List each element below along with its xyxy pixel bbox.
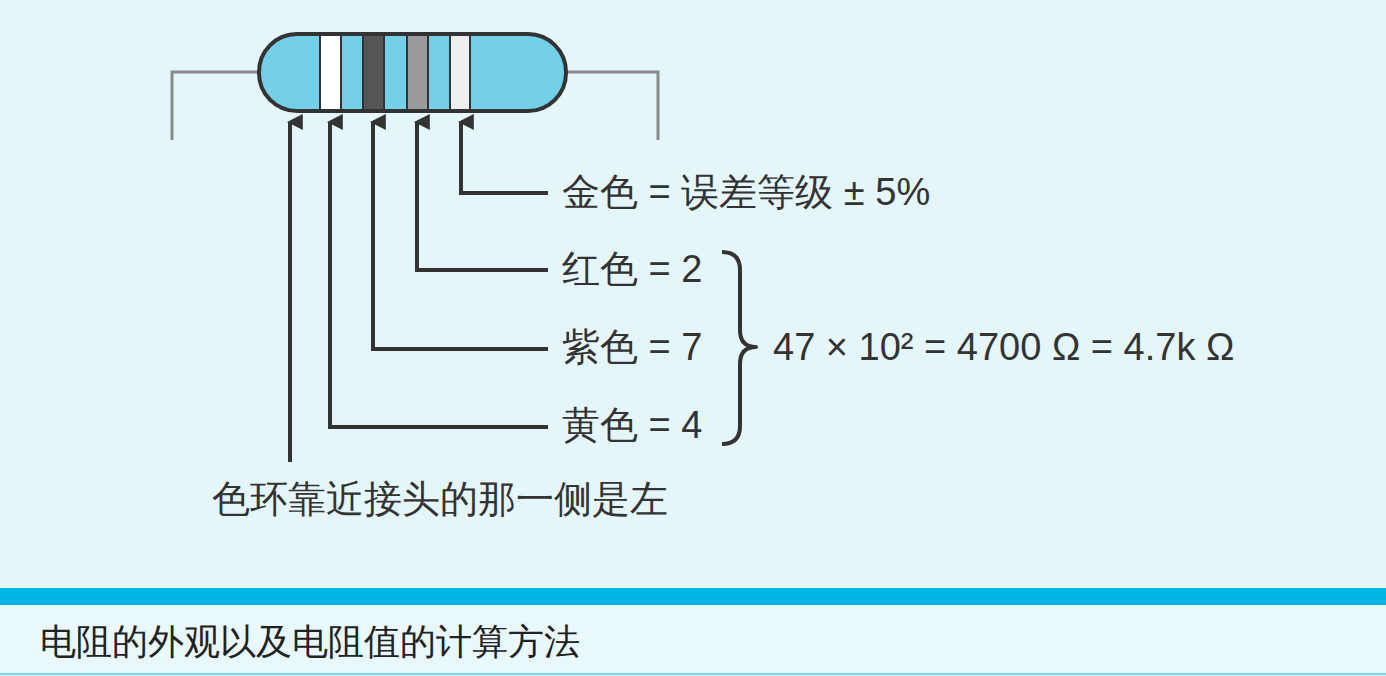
leader-line [288,122,292,462]
leader-line [417,122,548,270]
resistor-body [259,34,566,111]
tolerance-label: 金色 = 误差等级 ± 5% [562,170,930,216]
value-formula: 47 × 10² = 4700 Ω = 4.7k Ω [773,325,1234,371]
caption-ground [0,605,1386,676]
header-bar [0,588,1386,605]
color-band [320,35,341,110]
leader-line [330,122,548,427]
color-band [407,35,428,110]
leader-line [461,122,548,193]
leader-line [373,122,548,349]
resistor-lead [567,72,658,140]
color-band [450,35,470,110]
curly-brace [722,252,756,444]
rule-line [0,673,1386,675]
orientation-note: 色环靠近接头的那一侧是左 [212,477,668,523]
resistor-lead [172,72,258,140]
band-label: 黄色 = 4 [562,403,702,449]
band-label: 紫色 = 7 [562,325,702,371]
color-band [363,35,384,110]
figure-caption: 电阻的外观以及电阻值的计算方法 [40,620,580,663]
band-label: 红色 = 2 [562,247,702,293]
